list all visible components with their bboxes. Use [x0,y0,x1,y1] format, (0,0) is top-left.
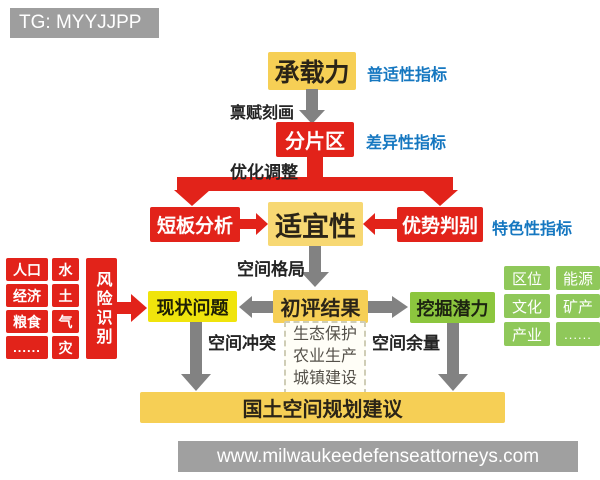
branch-arrow-right-head [422,190,458,206]
node-advantage: 优势判别 [397,207,483,242]
label-spatial-pattern: 空间格局 [237,260,305,279]
node-suitability: 适宜性 [268,202,363,246]
factor-box-energy: 能源 [556,266,600,290]
factor-box-ellipsis-left: ...... [6,336,48,359]
arrow-risk-to-status-shaft [117,302,132,314]
arrow-suitability-to-initial-head [301,272,329,287]
arrow-advantage-to-suitability-head [363,213,375,235]
arrow-capacity-to-zoning-shaft [306,89,318,111]
label-endowment: 禀赋刻画 [230,105,295,122]
dashed-line-urban: 城镇建设 [292,370,357,387]
top-watermark-tag: TG: MYYJJPP [10,8,159,38]
branch-connector-horizontal [177,177,453,191]
factor-box-industry: 产业 [504,322,550,346]
arrow-shortboard-to-suitability-head [256,213,268,235]
node-capacity: 承载力 [268,52,356,90]
bottom-watermark-url: www.milwaukeedefenseattorneys.com [178,441,578,472]
label-universal-indicator: 普适性指标 [367,67,448,84]
factor-box-grain: 粮食 [6,310,48,333]
label-spatial-margin: 空间余量 [372,334,440,353]
arrow-suitability-to-initial-shaft [309,246,321,273]
factor-box-location: 区位 [504,266,550,290]
arrow-potential-to-proposal-shaft [447,323,459,375]
factor-box-economy: 经济 [6,284,48,307]
arrow-status-to-proposal-head [181,374,211,391]
arrow-risk-to-status-head [131,294,147,322]
node-status-problem: 现状问题 [148,291,237,322]
factor-box-soil: 土 [52,284,79,307]
label-difference-indicator: 差异性指标 [366,135,447,152]
dashed-functions-box: 生态保护 农业生产 城镇建设 [284,321,366,395]
arrow-initial-to-status-head [239,296,252,318]
label-optimize: 优化调整 [230,163,298,182]
node-potential: 挖掘潜力 [410,292,495,323]
dashed-line-ecology: 生态保护 [292,326,357,343]
arrow-shortboard-to-suitability-shaft [240,219,257,229]
dashed-line-agriculture: 农业生产 [292,348,357,365]
factor-box-population: 人口 [6,258,48,281]
arrow-advantage-to-suitability-shaft [375,219,397,229]
factor-box-water: 水 [52,258,79,281]
node-proposal: 国土空间规划建议 [140,392,505,423]
label-spatial-conflict: 空间冲突 [208,334,276,353]
factor-box-air: 气 [52,310,79,333]
arrow-potential-to-proposal-head [438,374,468,391]
factor-box-minerals: 矿产 [556,294,600,318]
arrow-initial-to-status-shaft [251,301,273,313]
arrow-status-to-proposal-shaft [190,322,202,375]
node-risk-identification: 风险识别 [86,258,117,359]
arrow-initial-to-potential-head [392,296,408,318]
branch-arrow-left-head [174,190,210,206]
node-shortboard: 短板分析 [150,207,240,242]
factor-box-ellipsis-right: ...... [556,322,600,346]
arrow-initial-to-potential-shaft [368,301,393,313]
factor-box-culture: 文化 [504,294,550,318]
node-initial-result: 初评结果 [273,290,368,323]
label-characteristic-indicator: 特色性指标 [492,221,573,238]
arrow-capacity-to-zoning-head [299,110,325,124]
factor-box-disaster: 灾 [52,336,79,359]
node-zoning: 分片区 [276,122,354,157]
